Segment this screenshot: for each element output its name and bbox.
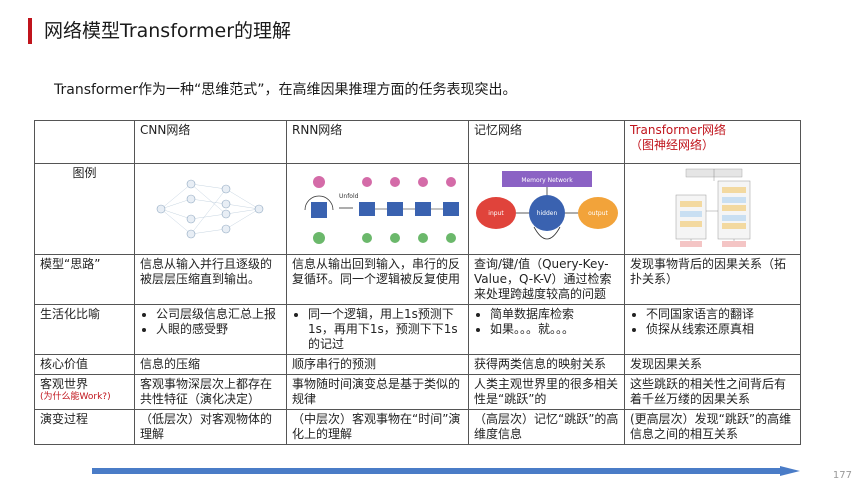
row-label-analogy: 生活化比喻 [34, 304, 135, 355]
cell-analogy-transformer: 不同国家语言的翻译 侦探从线索还原真相 [624, 304, 801, 355]
header-empty [34, 120, 135, 164]
cell-core-transformer: 发现因果关系 [624, 354, 801, 375]
progression-arrow-bar [92, 468, 784, 474]
memory-output-label: output [588, 210, 608, 217]
cell-evolution-cnn: （低层次）对客观物体的理解 [134, 409, 287, 445]
progression-arrow-head [780, 466, 800, 476]
cell-thinking-memory: 查询/键/值（Query-Key-Value，Q-K-V）通过检索来处理跨越度较… [468, 254, 625, 305]
transformer-figure-cell [624, 163, 801, 255]
table-row-world: 客观世界 (为什么能Work?) 客观事物深层次上都存在共性特征（演化决定） 事… [34, 374, 801, 410]
cnn-diagram [156, 179, 263, 239]
cell-world-cnn: 客观事物深层次上都存在共性特征（演化决定） [134, 374, 287, 410]
row-label-figure: 图例 [34, 163, 135, 255]
rnn-output-node [312, 176, 325, 188]
cell-analogy-memory: 简单数据库检索 如果。。。就。。。 [468, 304, 625, 355]
cell-world-memory: 人类主观世界里的很多相关性是“跳跃”的 [468, 374, 625, 410]
memory-hidden-node [529, 195, 565, 231]
cell-core-rnn: 顺序串行的预测 [286, 354, 469, 375]
comparison-table: CNN网络 RNN网络 记忆网络 Transformer网络 （图神经网络） 图… [34, 120, 801, 445]
row-label-evolution: 演变过程 [34, 409, 135, 445]
cell-world-transformer: 这些跳跃的相关性之间背后有着千丝万缕的因果关系 [624, 374, 801, 410]
memory-input-label: input [488, 210, 504, 217]
memory-hidden-label: hidden [537, 210, 558, 217]
table-row-core-value: 核心价值 信息的压缩 顺序串行的预测 获得两类信息的映射关系 发现因果关系 [34, 354, 801, 375]
cell-evolution-memory: （高层次）记忆“跳跃”的高维度信息 [468, 409, 625, 445]
memory-input-node [476, 197, 516, 229]
cell-thinking-cnn: 信息从输入并行且逐级的被层层压缩直到输出。 [134, 254, 287, 305]
list-item: 公司层级信息汇总上报 [156, 307, 281, 322]
table-row-figure: 图例 [34, 163, 801, 255]
cell-thinking-transformer: 发现事物背后的因果关系（拓扑关系） [624, 254, 801, 305]
rnn-input-node [312, 232, 325, 244]
intro-text: Transformer作为一种“思维范式”，在高维因果推理方面的任务表现突出。 [54, 82, 517, 98]
table-header-row: CNN网络 RNN网络 记忆网络 Transformer网络 （图神经网络） [34, 120, 801, 164]
progression-arrow [92, 466, 800, 476]
memory-output-node [578, 197, 618, 229]
page-number: 177 [832, 470, 852, 481]
row-label-world-sub: (为什么能Work?) [40, 392, 111, 402]
table-row-evolution: 演变过程 （低层次）对客观物体的理解 （中层次）客观事物在“时间”演化上的理解 … [34, 409, 801, 445]
list-item: 人眼的感受野 [156, 322, 281, 337]
cell-analogy-rnn: 同一个逻辑，用上1s预测下1s，再用下1s，预测下下1s的记过 [286, 304, 469, 355]
title-accent-bar [28, 18, 32, 44]
table-row-analogy: 生活化比喻 公司层级信息汇总上报 人眼的感受野 同一个逻辑，用上1s预测下1s，… [34, 304, 801, 355]
row-label-world: 客观世界 (为什么能Work?) [34, 374, 135, 410]
header-cnn: CNN网络 [134, 120, 287, 164]
list-item: 简单数据库检索 [490, 307, 619, 322]
row-label-world-main: 客观世界 [40, 377, 89, 391]
cell-thinking-rnn: 信息从输出回到输入，串行的反复循环。同一个逻辑被反复使用 [286, 254, 469, 305]
cell-evolution-rnn: （中层次）客观事物在“时间”演化上的理解 [286, 409, 469, 445]
table-row-thinking: 模型“思路” 信息从输入并行且逐级的被层层压缩直到输出。 信息从输出回到输入，串… [34, 254, 801, 305]
cell-evolution-transformer: (更高层次）发现“跳跃”的高维信息之间的相互关系 [624, 409, 801, 445]
memory-network-label: Memory Network [521, 177, 573, 184]
list-item: 不同国家语言的翻译 [646, 307, 795, 322]
rnn-cell-block [310, 202, 327, 218]
rnn-diagram: Unfold [304, 176, 459, 244]
memory-network-box [502, 171, 592, 187]
header-transformer-line1: Transformer网络 [630, 123, 727, 137]
cnn-figure-cell [134, 163, 287, 255]
rnn-figure-cell: Unfold [286, 163, 469, 255]
list-item: 侦探从线索还原真相 [646, 322, 795, 337]
list-item: 同一个逻辑，用上1s预测下1s，再用下1s，预测下下1s的记过 [308, 307, 463, 352]
header-memory: 记忆网络 [468, 120, 625, 164]
transformer-diagram [675, 168, 750, 247]
row-label-core-value: 核心价值 [34, 354, 135, 375]
cell-core-cnn: 信息的压缩 [134, 354, 287, 375]
cell-world-rnn: 事物随时间演变总是基于类似的规律 [286, 374, 469, 410]
cell-analogy-cnn: 公司层级信息汇总上报 人眼的感受野 [134, 304, 287, 355]
list-item: 如果。。。就。。。 [490, 322, 619, 337]
memory-figure-cell: Memory Network input hidden output [468, 163, 625, 255]
row-label-thinking: 模型“思路” [34, 254, 135, 305]
rnn-unfold-label: Unfold [339, 193, 359, 200]
header-transformer-line2: （图神经网络） [630, 138, 715, 152]
header-transformer: Transformer网络 （图神经网络） [624, 120, 801, 164]
memory-network-diagram: Memory Network input hidden output [476, 171, 618, 240]
header-rnn: RNN网络 [286, 120, 469, 164]
slide-title: 网络模型Transformer的理解 [44, 20, 292, 42]
cell-core-memory: 获得两类信息的映射关系 [468, 354, 625, 375]
